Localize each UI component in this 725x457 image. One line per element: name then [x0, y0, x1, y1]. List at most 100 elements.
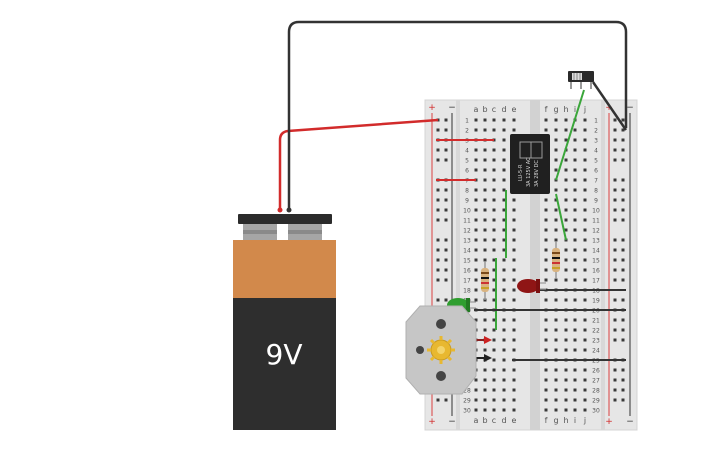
breadboard-hole[interactable]	[492, 338, 496, 342]
breadboard-hole[interactable]	[554, 368, 558, 372]
breadboard-hole[interactable]	[554, 378, 558, 382]
rail-hole[interactable]	[621, 198, 625, 202]
breadboard-hole[interactable]	[544, 128, 548, 132]
rail-hole[interactable]	[444, 248, 448, 252]
breadboard-hole[interactable]	[564, 318, 568, 322]
breadboard-hole[interactable]	[474, 388, 478, 392]
rail-hole[interactable]	[436, 298, 440, 302]
rail-hole[interactable]	[444, 398, 448, 402]
breadboard-hole[interactable]	[512, 288, 516, 292]
rail-hole[interactable]	[621, 368, 625, 372]
breadboard-hole[interactable]	[483, 318, 487, 322]
breadboard-hole[interactable]	[492, 178, 496, 182]
battery-wires[interactable]	[278, 20, 628, 210]
breadboard-hole[interactable]	[483, 328, 487, 332]
breadboard-hole[interactable]	[502, 198, 506, 202]
rail-hole[interactable]	[444, 278, 448, 282]
rail-hole[interactable]	[621, 278, 625, 282]
breadboard-hole[interactable]	[512, 118, 516, 122]
breadboard-hole[interactable]	[573, 298, 577, 302]
breadboard-hole[interactable]	[474, 288, 478, 292]
rail-hole[interactable]	[444, 128, 448, 132]
breadboard-hole[interactable]	[474, 208, 478, 212]
breadboard-hole[interactable]	[483, 238, 487, 242]
rail-hole[interactable]	[444, 258, 448, 262]
breadboard-hole[interactable]	[544, 378, 548, 382]
green-wire-switch-to-relay[interactable]	[555, 89, 585, 181]
breadboard-hole[interactable]	[502, 398, 506, 402]
breadboard-hole[interactable]	[583, 248, 587, 252]
breadboard-hole[interactable]	[492, 358, 496, 362]
breadboard-hole[interactable]	[512, 248, 516, 252]
rail-hole[interactable]	[613, 258, 617, 262]
breadboard-hole[interactable]	[483, 188, 487, 192]
rail-hole[interactable]	[444, 298, 448, 302]
breadboard-hole[interactable]	[544, 348, 548, 352]
rail-hole[interactable]	[613, 268, 617, 272]
breadboard-hole[interactable]	[544, 238, 548, 242]
breadboard-hole[interactable]	[512, 258, 516, 262]
breadboard-hole[interactable]	[474, 188, 478, 192]
breadboard-hole[interactable]	[554, 168, 558, 172]
breadboard-hole[interactable]	[483, 378, 487, 382]
breadboard-hole[interactable]	[492, 368, 496, 372]
breadboard-hole[interactable]	[544, 398, 548, 402]
breadboard-hole[interactable]	[554, 338, 558, 342]
breadboard-hole[interactable]	[512, 228, 516, 232]
breadboard-hole[interactable]	[502, 178, 506, 182]
breadboard-hole[interactable]	[583, 128, 587, 132]
breadboard-hole[interactable]	[564, 188, 568, 192]
breadboard-hole[interactable]	[512, 268, 516, 272]
breadboard-hole[interactable]	[564, 338, 568, 342]
breadboard-hole[interactable]	[492, 278, 496, 282]
breadboard-hole[interactable]	[512, 378, 516, 382]
breadboard-hole[interactable]	[573, 168, 577, 172]
breadboard-hole[interactable]	[583, 198, 587, 202]
breadboard-hole[interactable]	[483, 218, 487, 222]
rail-hole[interactable]	[621, 248, 625, 252]
breadboard-hole[interactable]	[573, 158, 577, 162]
breadboard-hole[interactable]	[512, 218, 516, 222]
breadboard-hole[interactable]	[492, 198, 496, 202]
resistor-left[interactable]	[481, 262, 489, 300]
rail-hole[interactable]	[621, 128, 625, 132]
breadboard-hole[interactable]	[474, 128, 478, 132]
breadboard-hole[interactable]	[492, 238, 496, 242]
rail-hole[interactable]	[436, 258, 440, 262]
breadboard-hole[interactable]	[492, 318, 496, 322]
breadboard-hole[interactable]	[554, 218, 558, 222]
rail-hole[interactable]	[621, 398, 625, 402]
breadboard-hole[interactable]	[502, 238, 506, 242]
rail-hole[interactable]	[436, 268, 440, 272]
breadboard-hole[interactable]	[583, 148, 587, 152]
breadboard-hole[interactable]	[492, 208, 496, 212]
breadboard-hole[interactable]	[544, 338, 548, 342]
breadboard-hole[interactable]	[502, 218, 506, 222]
breadboard-hole[interactable]	[502, 338, 506, 342]
breadboard-hole[interactable]	[583, 368, 587, 372]
red-wire-battery-positive[interactable]	[278, 118, 439, 210]
breadboard-hole[interactable]	[492, 388, 496, 392]
breadboard-hole[interactable]	[544, 408, 548, 412]
rail-hole[interactable]	[613, 398, 617, 402]
breadboard-hole[interactable]	[573, 348, 577, 352]
breadboard-hole[interactable]	[573, 368, 577, 372]
breadboard-hole[interactable]	[502, 388, 506, 392]
breadboard-hole[interactable]	[474, 268, 478, 272]
breadboard-hole[interactable]	[573, 188, 577, 192]
breadboard-hole[interactable]	[564, 368, 568, 372]
battery-9v[interactable]: 9V	[233, 207, 336, 431]
rail-hole[interactable]	[621, 178, 625, 182]
breadboard-hole[interactable]	[502, 348, 506, 352]
breadboard-hole[interactable]	[554, 348, 558, 352]
breadboard-hole[interactable]	[544, 328, 548, 332]
breadboard-hole[interactable]	[554, 208, 558, 212]
breadboard-hole[interactable]	[583, 228, 587, 232]
breadboard-hole[interactable]	[474, 228, 478, 232]
breadboard-hole[interactable]	[502, 148, 506, 152]
breadboard-hole[interactable]	[492, 218, 496, 222]
resistor-right[interactable]	[552, 242, 560, 278]
breadboard-hole[interactable]	[583, 168, 587, 172]
breadboard-hole[interactable]	[492, 288, 496, 292]
breadboard-hole[interactable]	[573, 198, 577, 202]
